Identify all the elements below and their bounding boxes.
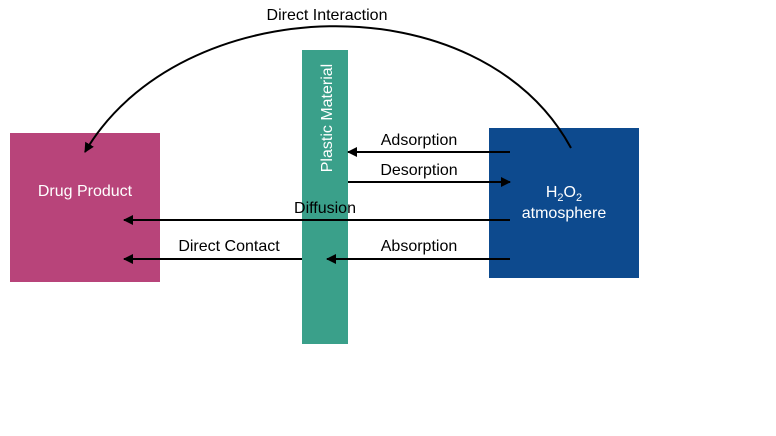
- adsorption-label: Adsorption: [381, 132, 458, 149]
- formula-h: H: [546, 184, 558, 201]
- formula-sub-2: 2: [576, 192, 582, 204]
- drug-product-label: Drug Product: [38, 183, 133, 200]
- direct-interaction-arrow: [84, 25, 572, 153]
- direct-contact-label: Direct Contact: [178, 238, 280, 255]
- plastic-material-label: Plastic Material: [319, 64, 336, 172]
- direct-interaction-label: Direct Interaction: [267, 7, 388, 24]
- formula-sub-1: 2: [557, 192, 563, 204]
- formula-o: O: [564, 184, 576, 201]
- atmosphere-box: [489, 128, 639, 278]
- desorption-label: Desorption: [380, 162, 457, 179]
- atmosphere-formula: H2O2: [546, 184, 582, 204]
- diffusion-label: Diffusion: [294, 200, 356, 217]
- plastic-material-bar: [302, 50, 348, 344]
- absorption-label: Absorption: [381, 238, 458, 255]
- atmosphere-label: atmosphere: [522, 205, 607, 222]
- drug-product-box: [10, 133, 160, 282]
